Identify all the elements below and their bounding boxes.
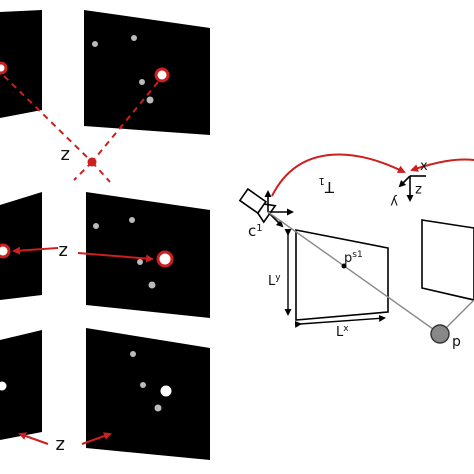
- spot: [92, 41, 98, 47]
- z-label-bottom: z: [56, 435, 65, 456]
- bright-spot: [160, 385, 172, 397]
- transform-arrow-right: [410, 158, 474, 172]
- spot: [146, 96, 154, 104]
- transform-label: T1: [318, 175, 335, 196]
- spot: [137, 259, 143, 265]
- projection-ray-second: [443, 299, 474, 331]
- axis-z-label: z: [415, 182, 422, 197]
- highlighted-spot: [0, 61, 8, 75]
- image-plane-second: [421, 219, 474, 301]
- spot: [140, 382, 146, 388]
- camera-label: c1: [248, 222, 263, 240]
- camera-icon: [238, 187, 277, 224]
- spot: [148, 281, 156, 289]
- camera-image-right-bottom: [86, 328, 210, 460]
- spot: [129, 217, 135, 223]
- z-label-middle: z: [59, 241, 68, 262]
- projection-ray: [267, 211, 441, 335]
- highlighted-spot: [156, 250, 174, 268]
- spot: [93, 223, 99, 229]
- z-label-top: z: [61, 145, 70, 166]
- sphere: [430, 324, 450, 344]
- axis-x-label: x: [420, 159, 428, 174]
- axis-y-label: y: [390, 194, 398, 209]
- triangulation-lines: [3, 75, 159, 183]
- projected-point: [341, 263, 347, 269]
- camera-image-right-top: [84, 10, 210, 135]
- correspondence-arrows-bottom: [18, 432, 112, 445]
- spot: [131, 35, 137, 41]
- image-pair-bottom: [0, 328, 210, 460]
- highlighted-spot: [154, 67, 170, 83]
- camera-image-left-middle: [0, 192, 42, 300]
- world-axes: [398, 175, 426, 202]
- spot: [130, 351, 136, 357]
- bright-spot: [0, 381, 7, 391]
- camera-image-left-top: [0, 10, 42, 118]
- spot: [154, 404, 162, 412]
- correspondence-arrows: [12, 246, 154, 263]
- spot: [139, 79, 145, 85]
- projected-point-label: ps1: [344, 250, 363, 266]
- dimension-y-label: Ly: [268, 273, 281, 289]
- sphere-label: p: [452, 334, 461, 350]
- highlighted-spot: [0, 243, 11, 259]
- dimension-x-arrow: [294, 314, 386, 328]
- triangulated-point: [87, 157, 97, 167]
- camera-image-left-bottom: [0, 330, 42, 440]
- image-pair-top: [0, 10, 210, 135]
- image-plane: [295, 229, 389, 321]
- dimension-x-label: Lx: [336, 324, 349, 340]
- transform-arrow: [271, 153, 406, 197]
